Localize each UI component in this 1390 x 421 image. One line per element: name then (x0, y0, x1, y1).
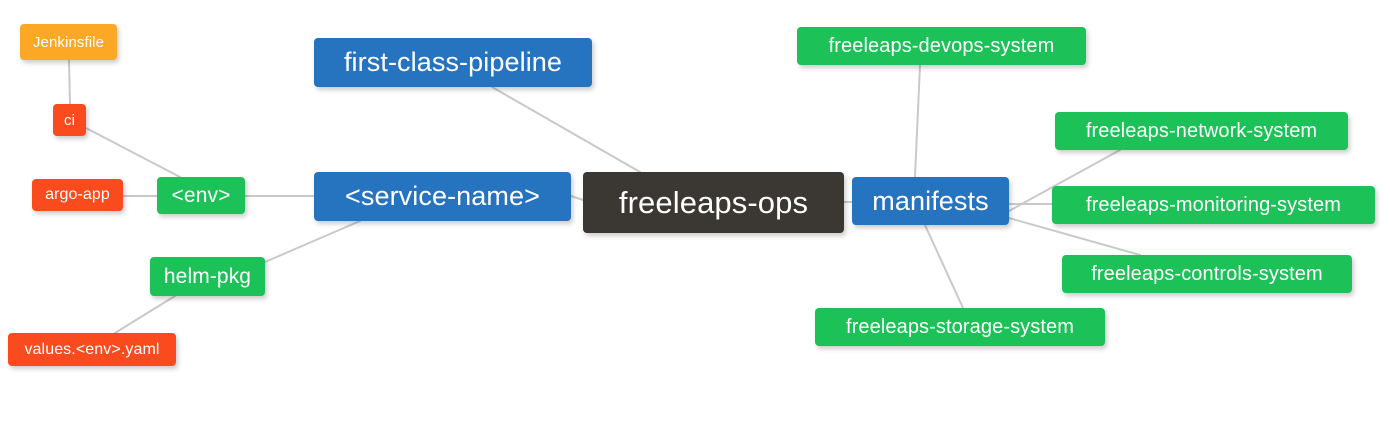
edge-jenkinsfile-to-ci (68, 59, 71, 105)
node-freeleaps-controls-system[interactable]: freeleaps-controls-system (1062, 255, 1352, 293)
node-first-class-pipeline[interactable]: first-class-pipeline (314, 38, 592, 87)
edge-ci-to-env (85, 127, 181, 178)
node-label-freeleaps-controls-system: freeleaps-controls-system (1091, 263, 1323, 285)
edge-helm-pkg-to-values-yaml (114, 295, 176, 334)
node-helm-pkg[interactable]: helm-pkg (150, 257, 265, 296)
node-values-yaml[interactable]: values.<env>.yaml (8, 333, 176, 366)
node-freeleaps-ops[interactable]: freeleaps-ops (583, 172, 844, 233)
node-label-argo-app: argo-app (45, 186, 110, 203)
edge-service-name-to-freeleaps-ops (570, 195, 584, 201)
node-label-helm-pkg: helm-pkg (163, 265, 252, 288)
node-label-freeleaps-monitoring-system: freeleaps-monitoring-system (1085, 194, 1341, 216)
node-label-env: <env> (171, 184, 231, 207)
node-label-freeleaps-devops-system: freeleaps-devops-system (828, 35, 1055, 57)
node-env[interactable]: <env> (157, 177, 245, 214)
node-argo-app[interactable]: argo-app (32, 179, 123, 211)
node-freeleaps-monitoring-system[interactable]: freeleaps-monitoring-system (1052, 186, 1375, 224)
node-label-first-class-pipeline: first-class-pipeline (343, 47, 563, 77)
node-label-freeleaps-ops: freeleaps-ops (618, 185, 809, 220)
node-ci[interactable]: ci (53, 104, 86, 136)
node-jenkinsfile[interactable]: Jenkinsfile (20, 24, 117, 60)
node-label-ci: ci (63, 111, 76, 129)
node-freeleaps-storage-system[interactable]: freeleaps-storage-system (815, 308, 1105, 346)
node-manifests[interactable]: manifests (852, 177, 1009, 225)
node-label-freeleaps-storage-system: freeleaps-storage-system (845, 316, 1075, 338)
node-label-service-name: <service-name> (345, 181, 540, 211)
edge-service-name-to-helm-pkg (264, 220, 361, 263)
node-label-manifests: manifests (872, 185, 989, 216)
node-freeleaps-network-system[interactable]: freeleaps-network-system (1055, 112, 1348, 150)
node-freeleaps-devops-system[interactable]: freeleaps-devops-system (797, 27, 1086, 65)
edge-first-class-pipeline-to-freeleaps-ops (491, 86, 641, 173)
node-service-name[interactable]: <service-name> (314, 172, 571, 221)
edge-manifests-to-freeleaps-storage-system (924, 224, 964, 309)
node-label-jenkinsfile: Jenkinsfile (32, 33, 105, 51)
node-label-values-yaml: values.<env>.yaml (24, 340, 160, 358)
node-label-freeleaps-network-system: freeleaps-network-system (1085, 120, 1318, 142)
edge-manifests-to-freeleaps-devops-system (914, 64, 921, 178)
